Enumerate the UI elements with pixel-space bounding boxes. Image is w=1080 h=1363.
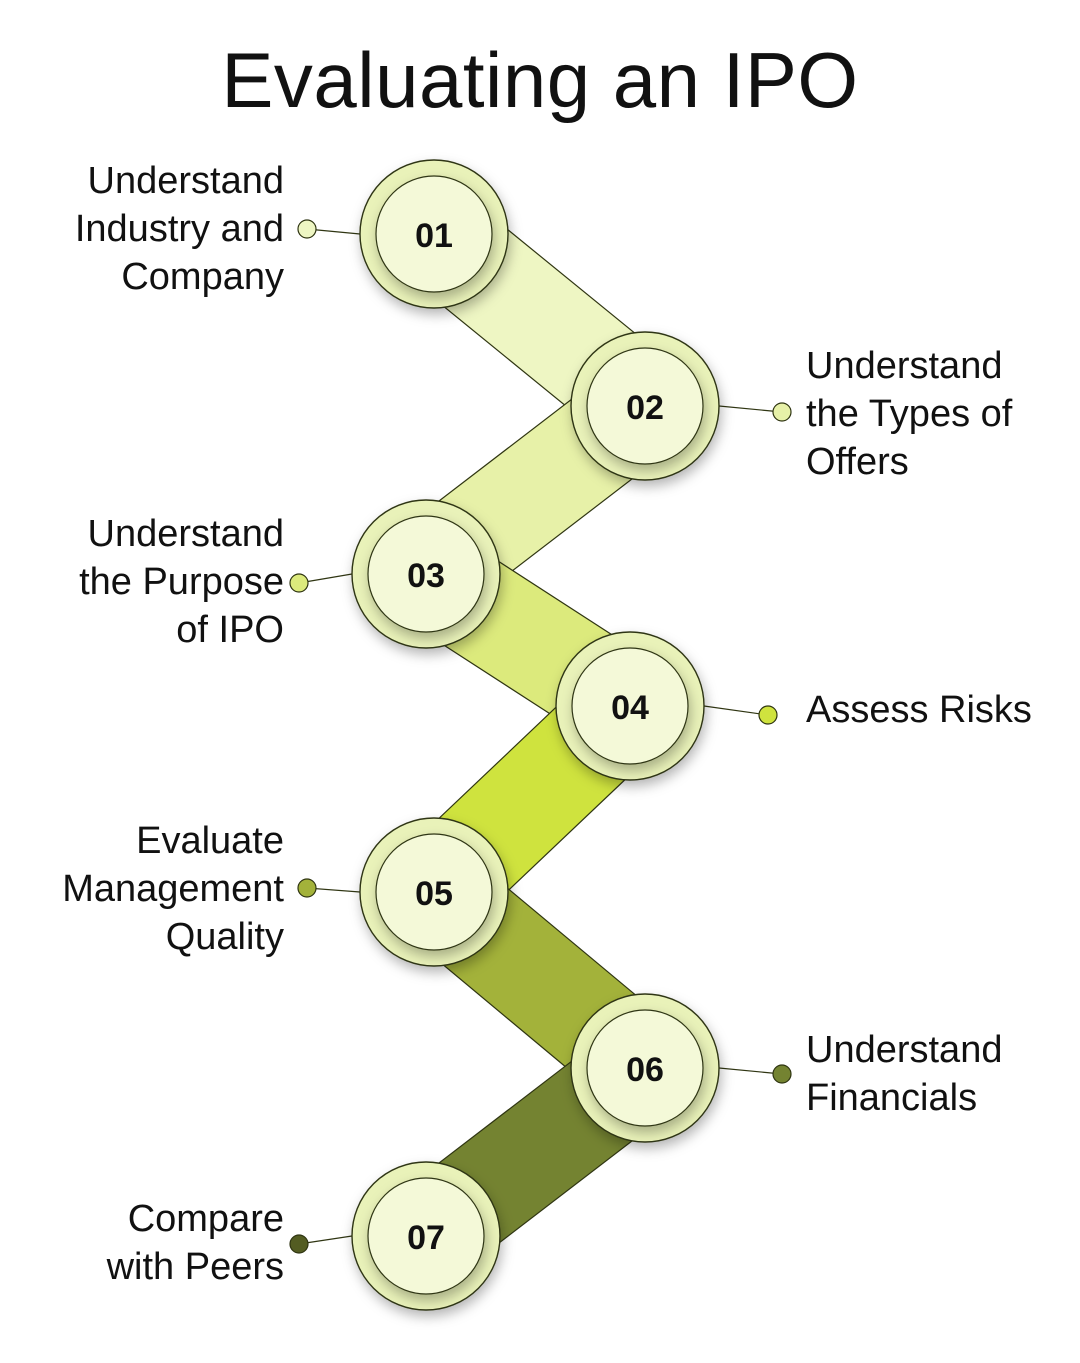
step-label-01: Understand Industry and Company	[74, 160, 284, 298]
bullet-dot-02	[772, 402, 792, 422]
bullet-dot-06	[772, 1064, 792, 1084]
step-number: 01	[415, 217, 453, 255]
bullet-dot-07	[289, 1234, 309, 1254]
step-ring-inner	[367, 1177, 485, 1295]
step-ring-inner	[586, 347, 704, 465]
step-badge-04: 04	[555, 631, 705, 781]
step-label-03: Understand the Purpose of IPO	[79, 513, 284, 651]
bullet-dot-03	[289, 573, 309, 593]
bullet-dot-04	[758, 705, 778, 725]
step-circles: 01 02 03 04 05 06 07	[351, 159, 720, 1311]
leader-line-04	[703, 705, 769, 716]
step-badge-06: 06	[570, 993, 720, 1143]
step-label-07: Compare with Peers	[106, 1198, 284, 1288]
step-badge-05: 05	[359, 817, 509, 967]
step-number: 04	[611, 689, 649, 727]
leader-lines	[289, 219, 792, 1254]
step-badge-02: 02	[570, 331, 720, 481]
step-badge-01: 01	[359, 159, 509, 309]
step-ring-inner	[375, 175, 493, 293]
step-badge-03: 03	[351, 499, 501, 649]
step-label-04: Assess Risks	[806, 689, 1032, 731]
bullet-dot-01	[297, 219, 317, 239]
step-label-02: Understand the Types of Offers	[806, 345, 1013, 483]
step-label-05: Evaluate Management Quality	[62, 820, 284, 958]
leader-line-02	[718, 405, 783, 413]
step-number: 06	[626, 1051, 664, 1089]
step-number: 05	[415, 875, 453, 913]
step-ring-inner	[367, 515, 485, 633]
leader-line-06	[718, 1067, 783, 1075]
step-ring-inner	[571, 647, 689, 765]
step-label-06: Understand Financials	[806, 1029, 1003, 1119]
step-number: 07	[407, 1219, 445, 1257]
step-number: 02	[626, 389, 664, 427]
bullet-dot-05	[297, 878, 317, 898]
step-badge-07: 07	[351, 1161, 501, 1311]
step-ring-inner	[375, 833, 493, 951]
page-title: Evaluating an IPO	[221, 36, 859, 124]
step-number: 03	[407, 557, 445, 595]
step-ring-inner	[586, 1009, 704, 1127]
